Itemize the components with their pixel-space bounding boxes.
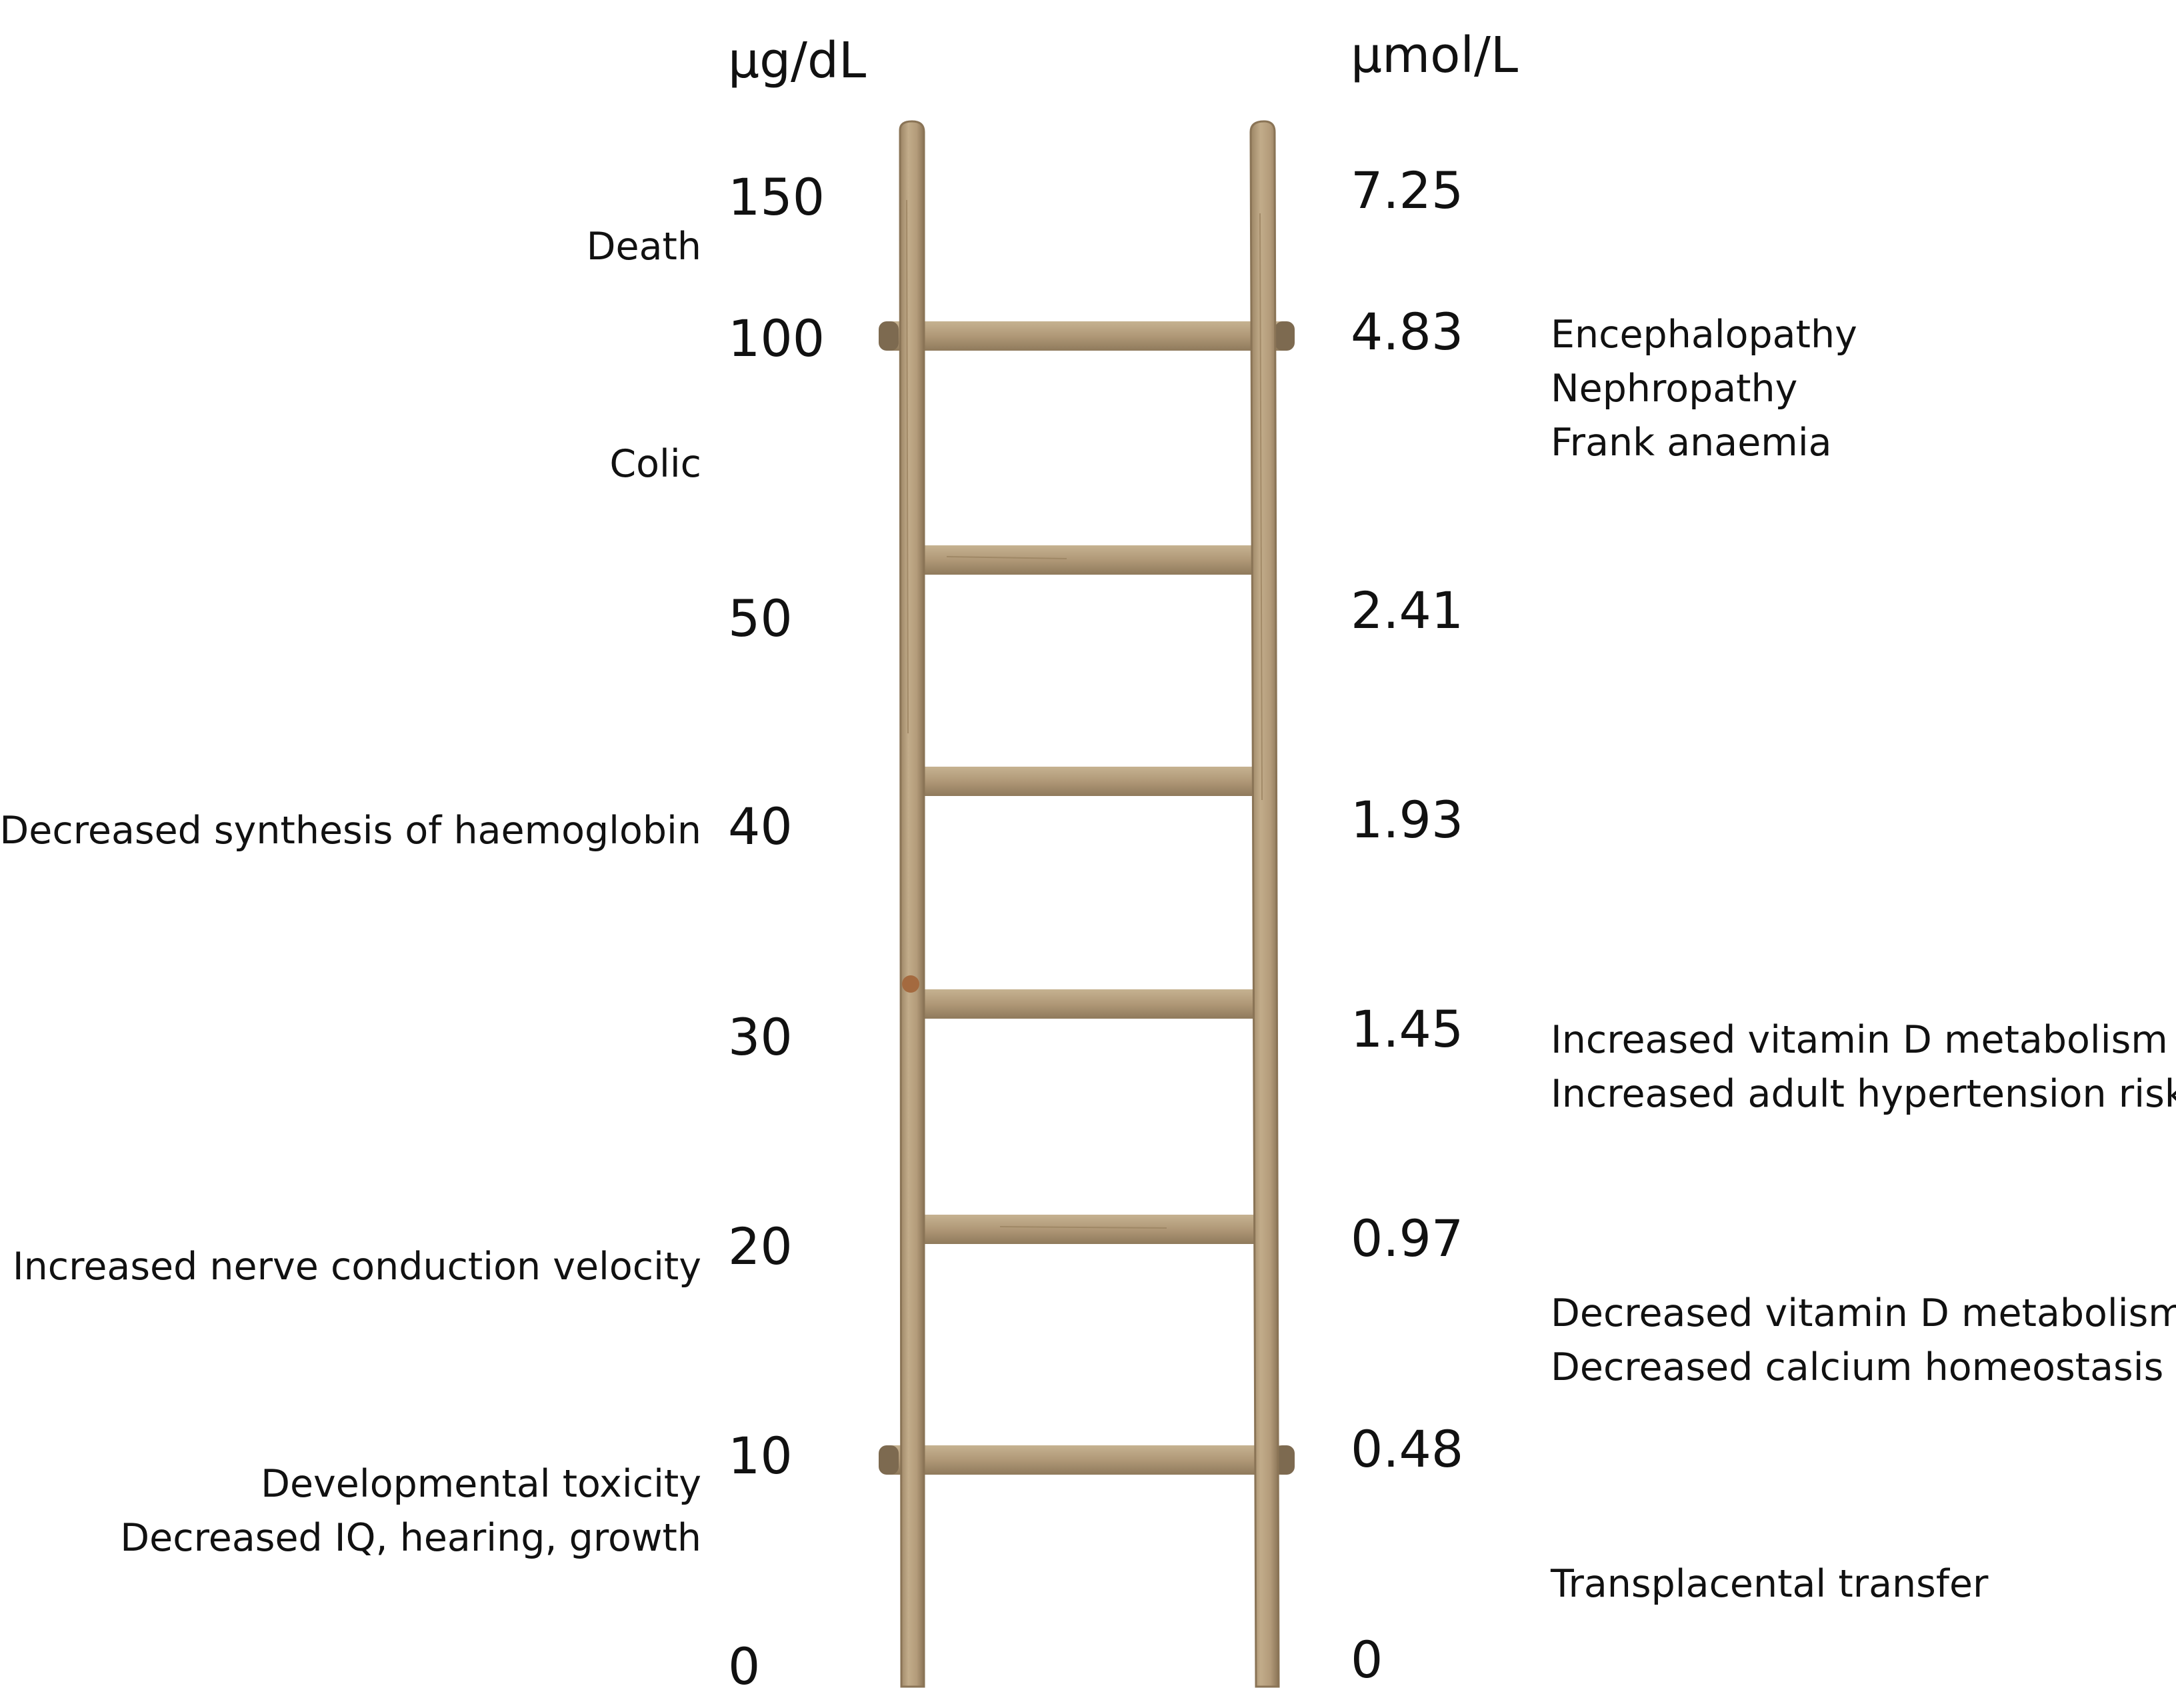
right-tick-label: 1.93	[1351, 790, 1464, 849]
left-tick-label: 10	[728, 1426, 793, 1485]
effect-developmental: Developmental toxicity Decreased IQ, hea…	[120, 1457, 701, 1565]
effect-vitamin-d-decrease: Decreased vitamin D metabolism Decreased…	[1551, 1287, 2176, 1395]
ladder-rung	[879, 321, 1295, 351]
effect-colic: Colic	[609, 437, 701, 491]
wood-grain	[906, 199, 909, 734]
left-tick-label: 150	[728, 167, 825, 227]
effect-line: Increased nerve conduction velocity	[12, 1245, 701, 1289]
ladder-rung	[913, 767, 1260, 796]
effect-line: Decreased synthesis of haemoglobin	[0, 809, 701, 853]
right-tick-label: 4.83	[1351, 302, 1464, 361]
effect-haemoglobin: Decreased synthesis of haemoglobin	[0, 804, 701, 858]
left-tick-label: 30	[728, 1007, 793, 1067]
right-unit-label: µmol/L	[1351, 27, 1519, 84]
right-tick-label: 1.45	[1351, 999, 1464, 1059]
left-unit-label: µg/dL	[728, 32, 867, 89]
right-tick-label: 0.48	[1351, 1419, 1464, 1479]
left-tick-label: 50	[728, 589, 793, 648]
wood-grain	[1259, 213, 1263, 801]
wood-grain	[999, 1226, 1167, 1229]
ladder-rung	[913, 545, 1260, 575]
left-tick-label: 40	[728, 797, 793, 856]
effect-line: Death	[586, 225, 701, 269]
left-tick-label: 20	[728, 1217, 793, 1276]
left-tick-label: 0	[728, 1637, 761, 1696]
left-tick-label: 100	[728, 309, 825, 368]
effect-vitamin-d-increase: Increased vitamin D metabolism Increased…	[1551, 1013, 2176, 1121]
right-tick-label: 2.41	[1351, 581, 1464, 640]
effect-line: Increased adult hypertension risk	[1551, 1072, 2176, 1116]
effect-line: Encephalopathy	[1551, 313, 1857, 357]
effect-line: Decreased calcium homeostasis	[1551, 1345, 2164, 1389]
effect-line: Developmental toxicity	[261, 1462, 701, 1506]
effect-line: Transplacental transfer	[1551, 1562, 1989, 1606]
ladder-rung	[913, 1215, 1260, 1244]
ladder-rail-right	[1249, 120, 1280, 1688]
ladder-rung	[913, 989, 1260, 1019]
effect-line: Decreased vitamin D metabolism	[1551, 1291, 2176, 1335]
effect-line: Colic	[609, 442, 701, 486]
effect-line: Increased vitamin D metabolism	[1551, 1018, 2168, 1062]
ladder-rung	[879, 1445, 1295, 1475]
ladder-rail-left	[899, 120, 925, 1688]
effect-line: Frank anaemia	[1551, 421, 1832, 465]
effect-line: Decreased IQ, hearing, growth	[120, 1516, 701, 1560]
wood-knot	[902, 975, 919, 993]
effect-encephalopathy: Encephalopathy Nephropathy Frank anaemia	[1551, 308, 1857, 470]
right-tick-label: 0	[1351, 1630, 1383, 1689]
right-tick-label: 7.25	[1351, 161, 1464, 220]
effect-line: Nephropathy	[1551, 367, 1798, 411]
effect-nerve-conduction: Increased nerve conduction velocity	[13, 1240, 701, 1294]
effect-death: Death	[587, 220, 701, 274]
effect-transplacental: Transplacental transfer	[1551, 1557, 1988, 1611]
wood-grain	[946, 556, 1067, 559]
right-tick-label: 0.97	[1351, 1209, 1464, 1268]
